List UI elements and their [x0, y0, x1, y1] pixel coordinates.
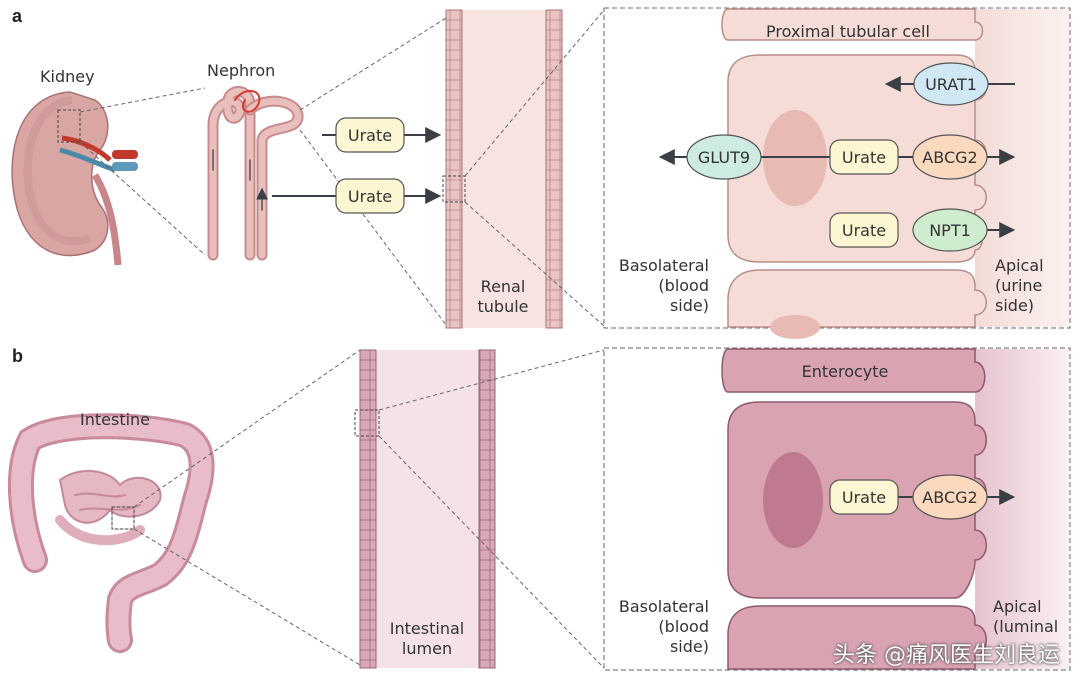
intestinal-lumen-tube — [354, 349, 496, 669]
urate-box-2 — [335, 178, 405, 214]
abcg2-label-b: ABCG2 — [922, 488, 977, 507]
intestine-label: Intestine — [80, 410, 150, 429]
kidney-illustration — [11, 91, 138, 266]
basolateral-label-a-1: Basolateral — [619, 256, 709, 275]
urate-mid-box — [829, 139, 899, 175]
kidney-label: Kidney — [40, 67, 95, 86]
panel-a-letter: a — [12, 6, 23, 26]
npt1-transporter — [912, 208, 988, 252]
tubule-label-line1: Renal — [481, 277, 526, 296]
panel-b-letter: b — [12, 346, 23, 366]
abcg2-transporter-b — [912, 474, 988, 520]
apical-label-a-1: Apical — [995, 256, 1044, 275]
urat1-label: URAT1 — [925, 75, 977, 94]
urate-label-1: Urate — [348, 126, 392, 145]
lumen-label-line2: lumen — [402, 639, 452, 658]
proximal-cell-label: Proximal tubular cell — [766, 22, 930, 41]
apical-label-b-1: Apical — [993, 597, 1042, 616]
urate-box-b — [829, 479, 899, 515]
apical-label-a-3: side) — [995, 296, 1034, 315]
npt1-label: NPT1 — [929, 221, 971, 240]
urate-low-label: Urate — [842, 221, 886, 240]
urate-mid-label: Urate — [842, 148, 886, 167]
tubule-label-line2: tubule — [478, 297, 529, 316]
basolateral-label-b-1: Basolateral — [619, 597, 709, 616]
lumen-label-line1: Intestinal — [390, 619, 464, 638]
apical-label-b-2: (luminal — [993, 617, 1058, 636]
watermark: 头条 @痛风医生刘良运 — [833, 643, 1060, 668]
urate-label-b: Urate — [842, 488, 886, 507]
nephron-illustration — [207, 86, 304, 261]
urate-box-1 — [335, 117, 405, 153]
intestine-illustration — [7, 413, 215, 653]
basolateral-label-b-2: (blood — [658, 617, 709, 636]
basolateral-label-a-2: (blood — [658, 276, 709, 295]
urat1-transporter — [913, 62, 989, 106]
glut9-transporter — [686, 134, 762, 180]
cell-detail-box-b — [603, 347, 1071, 671]
glut9-label: GLUT9 — [698, 148, 750, 167]
enterocyte-label: Enterocyte — [802, 362, 889, 381]
urate-label-2: Urate — [348, 187, 392, 206]
nephron-label: Nephron — [207, 61, 275, 80]
apical-label-a-2: (urine — [995, 276, 1042, 295]
abcg2-transporter-a — [912, 134, 988, 180]
abcg2-label-a: ABCG2 — [922, 148, 977, 167]
urate-low-box — [829, 212, 899, 248]
basolateral-label-a-3: side) — [670, 296, 709, 315]
renal-tubule — [442, 9, 563, 329]
basolateral-label-b-3: side) — [670, 637, 709, 656]
